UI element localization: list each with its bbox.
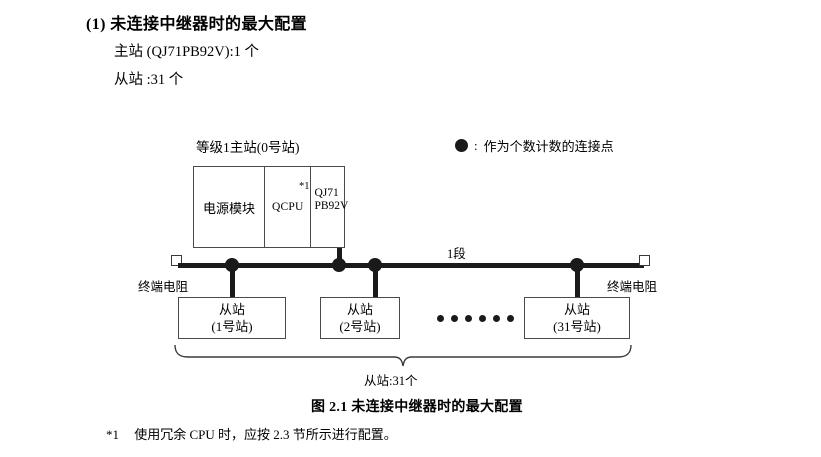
bus-trunk-line bbox=[178, 263, 644, 268]
terminating-resistor-right bbox=[639, 255, 650, 266]
bus-connection-node bbox=[332, 258, 346, 272]
ellipsis-dot bbox=[507, 315, 514, 322]
slave-station-1-title: 从站 bbox=[218, 302, 245, 317]
legend-colon: : bbox=[474, 137, 478, 153]
page-title: (1) 未连接中继器时的最大配置 bbox=[86, 16, 308, 33]
cpu-module-slot: QCPU *1 bbox=[265, 167, 312, 247]
master-station-label: 等级1主站(0号站) bbox=[196, 140, 300, 155]
network-module-label-line1: QJ71 bbox=[314, 187, 339, 199]
terminating-resistor-right-label: 终端电阻 bbox=[607, 280, 658, 294]
footnote: *1 使用冗余 CPU 时，应按 2.3 节所示进行配置。 bbox=[106, 424, 397, 443]
ellipsis-dots bbox=[437, 315, 514, 322]
power-supply-module-label: 电源模块 bbox=[203, 200, 256, 216]
filled-circle-icon bbox=[455, 139, 468, 152]
slave-station-1: 从站 (1号站) bbox=[178, 297, 286, 339]
slave-station-31-title: 从站 bbox=[563, 302, 590, 317]
terminating-resistor-left-label: 终端电阻 bbox=[138, 280, 189, 294]
bus-connection-node bbox=[225, 258, 239, 272]
slave-station-2-number: (2号站) bbox=[339, 319, 381, 334]
cpu-module-label: QCPU bbox=[272, 201, 304, 213]
ellipsis-dot bbox=[465, 315, 472, 322]
master-station-rack: 电源模块 QCPU *1 QJ71 PB92V bbox=[193, 166, 348, 248]
slave-station-1-number: (1号站) bbox=[211, 319, 253, 334]
figure-caption: 图 2.1 未连接中继器时的最大配置 bbox=[311, 400, 523, 415]
master-drop-line bbox=[337, 248, 342, 266]
segment-label: 1段 bbox=[447, 247, 466, 261]
slave-31-drop-line bbox=[575, 266, 580, 298]
network-module-slot: QJ71 PB92V bbox=[311, 167, 348, 247]
slave-count-brace bbox=[172, 344, 634, 374]
slave-station-2: 从站 (2号站) bbox=[320, 297, 400, 339]
footnote-mark: *1 bbox=[106, 427, 119, 442]
legend: : 作为个数计数的连接点 bbox=[455, 136, 614, 155]
slave-station-31-number: (31号站) bbox=[553, 319, 601, 334]
slave-count-label: 从站:31个 bbox=[364, 374, 418, 388]
spec-line-slave-station: 从站 :31 个 bbox=[114, 72, 184, 88]
ellipsis-dot bbox=[451, 315, 458, 322]
legend-label: 作为个数计数的连接点 bbox=[483, 139, 614, 154]
bus-connection-node bbox=[368, 258, 382, 272]
slave-station-31: 从站 (31号站) bbox=[524, 297, 630, 339]
bus-connection-node bbox=[570, 258, 584, 272]
network-module-label: QJ71 PB92V bbox=[314, 187, 348, 213]
ellipsis-dot bbox=[479, 315, 486, 322]
footnote-marker: *1 bbox=[298, 181, 310, 192]
slave-2-drop-line bbox=[373, 266, 378, 298]
ellipsis-dot bbox=[437, 315, 444, 322]
slave-1-drop-line bbox=[230, 266, 235, 298]
power-supply-module-slot: 电源模块 bbox=[194, 167, 266, 247]
terminating-resistor-left bbox=[171, 255, 182, 266]
slave-station-2-title: 从站 bbox=[346, 302, 373, 317]
network-module-label-line2: PB92V bbox=[314, 200, 349, 212]
ellipsis-dot bbox=[493, 315, 500, 322]
footnote-text: 使用冗余 CPU 时，应按 2.3 节所示进行配置。 bbox=[134, 427, 397, 442]
spec-line-master-station: 主站 (QJ71PB92V):1 个 bbox=[114, 44, 260, 60]
brace-shape bbox=[174, 344, 632, 367]
